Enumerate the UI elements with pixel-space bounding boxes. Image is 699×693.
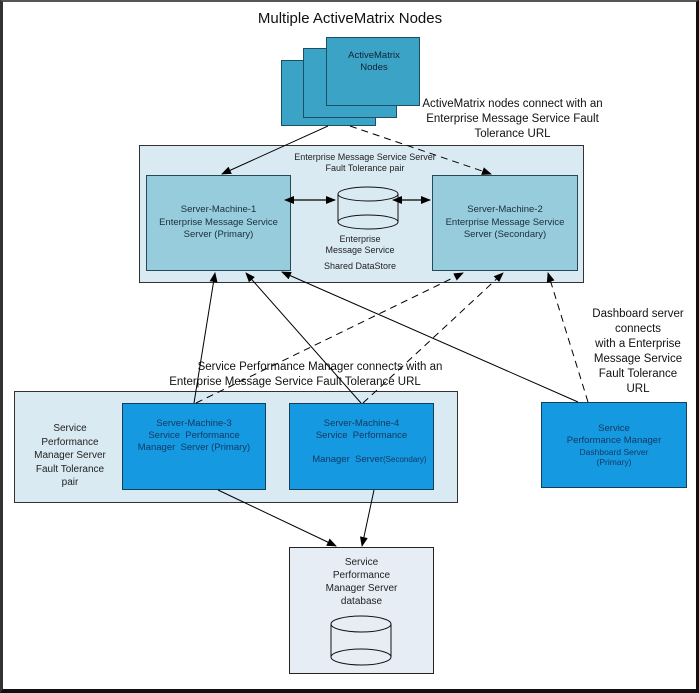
database-line2: Performance — [332, 570, 391, 581]
spm-server-secondary: Server-Machine-4 Service Performance Man… — [289, 403, 434, 490]
ems-primary-line1: Server-Machine-1 — [180, 204, 257, 216]
spm-primary-line3: Manager Server (Primary) — [137, 441, 251, 453]
ems-server-primary: Server-Machine-1 Enterprise Message Serv… — [146, 175, 291, 271]
spm-secondary-line1: Server-Machine-4 — [323, 418, 400, 429]
dashboard-annotation-line2: connects — [614, 322, 662, 335]
spm-pair-label-line2: Performance — [41, 436, 99, 448]
spm-database-box: Service Performance Manager Server datab… — [289, 547, 434, 674]
datastore-line3: Shared DataStore — [323, 260, 397, 271]
spm-annotation-line1: Service Performance Manager connects wit… — [197, 361, 443, 373]
ems-secondary-line1: Server-Machine-2 — [467, 204, 543, 216]
activematrix-label-line1: ActiveMatrix — [348, 50, 400, 61]
activematrix-annotation-line3: Tolerance URL — [474, 127, 551, 140]
activematrix-annotation: ActiveMatrix nodes connect with an Enter… — [405, 97, 620, 142]
spm-pair-label-line1: Service — [53, 423, 87, 434]
dashboard-box-line3: Dashboard Server — [579, 446, 649, 457]
dashboard-annotation-line6: URL — [626, 382, 650, 395]
spm-primary-line1: Server-Machine-3 — [156, 418, 232, 429]
spm-secondary-line2: Service Performance — [315, 429, 408, 441]
spm-pair-label-line4: Fault Tolerance — [35, 463, 105, 475]
dashboard-annotation: Dashboard server connects with a Enterpr… — [583, 307, 693, 397]
activematrix-annotation-line2: Enterprise Message Service Fault — [426, 112, 599, 125]
shared-datastore-label: Enterprise Message Service Shared DataSt… — [310, 234, 410, 272]
spm-pair-label-line5: pair — [61, 477, 79, 488]
activematrix-label-line2: Nodes — [360, 61, 388, 73]
spm-pair-label-line3: Manager Server — [34, 450, 106, 461]
database-line3: Manager Server — [325, 583, 398, 594]
ems-server-secondary: Server-Machine-2 Enterprise Message Serv… — [432, 175, 578, 271]
ems-primary-line2: Enterprise Message Service — [159, 216, 278, 228]
diagram-title: Multiple ActiveMatrix Nodes — [257, 10, 443, 27]
spm-server-primary: Server-Machine-3 Service Performance Man… — [122, 403, 266, 490]
ems-pair-title: Enterprise Message Service Server Fault … — [270, 152, 460, 175]
ems-secondary-line3: Server (Secondary) — [463, 229, 547, 241]
ems-pair-title-line2: Fault Tolerance pair — [325, 163, 405, 174]
dashboard-annotation-line1: Dashboard server — [592, 308, 684, 320]
dashboard-box-line2: Performance Manager — [566, 434, 662, 446]
dashboard-server: Service Performance Manager Dashboard Se… — [541, 402, 687, 488]
ems-pair-title-line1: Enterprise Message Service Server — [294, 152, 436, 162]
spm-annotation: Service Performance Manager connects wit… — [130, 360, 460, 390]
ems-secondary-line2: Enterprise Message Service — [445, 216, 565, 228]
dashboard-box-line4: (Primary) — [596, 457, 632, 468]
activematrix-annotation-line1: ActiveMatrix nodes connect with an — [422, 98, 603, 110]
dashboard-box-line1: Service — [598, 423, 630, 434]
ems-primary-line3: Server (Primary) — [183, 229, 254, 241]
spm-secondary-line3-suffix: (Secondary) — [383, 454, 427, 464]
database-line1: Service — [344, 557, 379, 568]
dashboard-annotation-line5: Fault Tolerance — [598, 367, 678, 380]
activematrix-label: ActiveMatrix Nodes — [327, 50, 421, 74]
activematrix-node-front: ActiveMatrix Nodes — [326, 37, 420, 106]
dashboard-annotation-line3: with a Enterprise — [595, 337, 681, 350]
spm-annotation-line2: Enterprise Message Service Fault Toleran… — [169, 375, 421, 388]
spm-secondary-line3: Manager Server — [312, 453, 384, 465]
datastore-line2: Message Service — [325, 245, 395, 256]
dashboard-annotation-line4: Message Service — [593, 352, 683, 365]
datastore-line1: Enterprise — [339, 234, 381, 244]
spm-primary-line2: Service Performance — [148, 429, 240, 441]
spm-pair-label: Service Performance Manager Server Fault… — [26, 422, 114, 490]
database-line4: database — [340, 596, 383, 607]
